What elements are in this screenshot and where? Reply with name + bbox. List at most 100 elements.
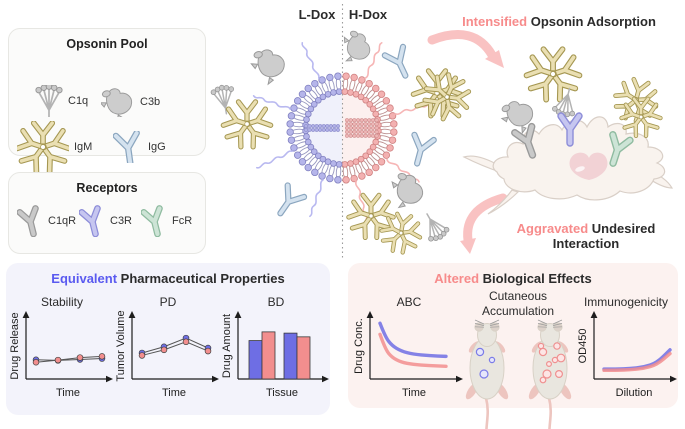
igm-icon bbox=[379, 212, 424, 255]
x-axis-label: Time bbox=[56, 387, 80, 399]
igg-icon bbox=[272, 185, 304, 219]
c3b-icon bbox=[248, 45, 289, 88]
legend-item-fcr: FcR bbox=[141, 205, 192, 237]
c1qr-icon bbox=[17, 205, 43, 237]
igm-icon bbox=[418, 69, 476, 126]
fcr-receptor-icon bbox=[604, 135, 629, 166]
peg-chain bbox=[394, 101, 434, 116]
y-axis-label: Tumor Volume bbox=[115, 310, 127, 381]
receptors-box: Receptors C1qR C3R FcR bbox=[8, 172, 206, 254]
igm-icon bbox=[17, 121, 69, 173]
c3r-icon bbox=[79, 205, 105, 237]
curve-L-Dox bbox=[378, 321, 448, 359]
peg-chain bbox=[255, 149, 294, 170]
x-axis-label: Dilution bbox=[616, 387, 653, 399]
c1q-icon bbox=[416, 207, 453, 246]
igm-icon bbox=[611, 76, 662, 125]
bar-H-Dox bbox=[261, 331, 276, 380]
c1qr-receptor-icon bbox=[515, 127, 541, 159]
c1q-icon bbox=[209, 82, 239, 117]
pharmaceutical-panel: Equivalent Pharmaceutical Properties bbox=[6, 263, 330, 415]
legend-label: C1qR bbox=[48, 215, 77, 227]
immunogenicity-chart: Dilution OD450 bbox=[577, 311, 677, 399]
biological-panel: Altered Biological Effects bbox=[348, 263, 678, 408]
macrophage-cell bbox=[462, 116, 674, 215]
curve-L-Dox bbox=[602, 348, 672, 371]
point-H-Dox bbox=[76, 354, 84, 361]
c3b-icon bbox=[336, 28, 375, 68]
adsorption-rest: Opsonin Adsorption bbox=[527, 14, 656, 29]
c3r-receptor-icon bbox=[561, 116, 579, 143]
y-axis-label: Drug Amount bbox=[221, 314, 233, 378]
interaction-highlight: Aggravated bbox=[516, 221, 589, 236]
pd-chart-title: PD bbox=[159, 295, 177, 309]
peg-chain bbox=[363, 41, 384, 80]
pharma-rest: Pharmaceutical Properties bbox=[117, 271, 285, 286]
bd-chart: Tissue Drug Amount bbox=[221, 311, 329, 399]
line-L-Dox bbox=[141, 337, 209, 354]
legend-item-c3b: C3b bbox=[101, 87, 160, 117]
igm-icon bbox=[349, 195, 394, 237]
legend-item-igg: IgG bbox=[113, 131, 166, 163]
bio-rest: Biological Effects bbox=[479, 271, 592, 286]
hdox-label: H-Dox bbox=[348, 7, 388, 22]
legend-label: C1q bbox=[68, 95, 89, 107]
cutaneous-title-line2: Accumulation bbox=[481, 304, 555, 318]
cutaneous-title-line1: Cutaneous bbox=[488, 289, 548, 303]
legend-label: C3b bbox=[140, 96, 161, 108]
peg-chains bbox=[252, 41, 434, 220]
y-axis-label: Drug Release bbox=[9, 312, 21, 379]
bd-chart-title: BD bbox=[267, 295, 285, 309]
legend-item-c1q: C1q bbox=[35, 85, 88, 117]
immunogenicity-chart-title: Immunogenicity bbox=[583, 295, 669, 309]
bar-L-Dox bbox=[283, 332, 298, 380]
bar-H-Dox bbox=[296, 336, 311, 380]
igg-icon bbox=[385, 47, 415, 80]
legend-item-c1qr: C1qR bbox=[17, 205, 76, 237]
curve-H-Dox bbox=[602, 351, 672, 373]
receptors-title: Receptors bbox=[76, 181, 138, 195]
c3b-icon bbox=[387, 171, 426, 212]
opsonin-pool-box: Opsonin Pool C1q C3b IgM IgG bbox=[8, 28, 206, 156]
cell-nucleus bbox=[569, 152, 608, 180]
peg-chain bbox=[354, 180, 369, 220]
line-H-Dox bbox=[141, 341, 209, 356]
legend-label: C3R bbox=[110, 215, 133, 227]
pharma-title: Equivalent Pharmaceutical Properties bbox=[6, 271, 330, 286]
legend-item-igm: IgM bbox=[17, 121, 92, 173]
interaction-rest: Undesired Interaction bbox=[552, 221, 656, 251]
peg-chain bbox=[252, 93, 292, 112]
point-H-Dox bbox=[160, 346, 168, 354]
legend-item-c3r: C3R bbox=[79, 205, 132, 237]
adsorption-highlight: Intensified bbox=[462, 14, 528, 29]
x-axis-label: Time bbox=[162, 387, 186, 399]
peg-chain bbox=[300, 41, 321, 80]
bar-L-Dox bbox=[248, 340, 263, 380]
point-H-Dox bbox=[182, 338, 190, 346]
igm-icon bbox=[223, 102, 270, 147]
curve-H-Dox bbox=[378, 332, 448, 368]
point-H-Dox bbox=[32, 359, 40, 366]
igm-icon bbox=[413, 71, 460, 116]
abc-chart: Time Drug Conc. bbox=[353, 311, 463, 399]
point-H-Dox bbox=[98, 353, 106, 360]
c1q-icon bbox=[550, 84, 582, 121]
line-L-Dox bbox=[35, 358, 103, 361]
y-axis-label: Drug Conc. bbox=[353, 318, 365, 374]
stability-chart-title: Stability bbox=[40, 295, 84, 309]
legend-label: IgM bbox=[74, 141, 93, 153]
x-axis-label: Time bbox=[402, 387, 426, 399]
abc-chart-title: ABC bbox=[396, 295, 422, 309]
y-axis-label: OD450 bbox=[577, 329, 589, 364]
c1q-icon bbox=[35, 85, 63, 117]
stability-chart: Time Drug Release bbox=[9, 311, 113, 399]
x-axis-label: Tissue bbox=[266, 387, 298, 399]
interaction-heading: Aggravated Undesired Interaction bbox=[488, 221, 684, 251]
fcr-icon bbox=[141, 205, 167, 237]
c3b-icon bbox=[496, 94, 541, 139]
point-H-Dox bbox=[204, 347, 212, 355]
line-H-Dox bbox=[35, 355, 103, 363]
bio-title: Altered Biological Effects bbox=[348, 271, 678, 286]
legend-label: FcR bbox=[172, 215, 193, 227]
